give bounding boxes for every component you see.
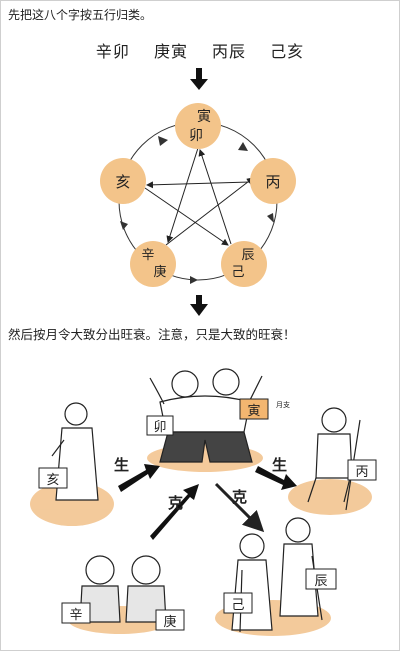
tag-yin: 寅 [239, 398, 269, 420]
pillar-2: 庚寅 [153, 42, 188, 61]
svg-text:卯: 卯 [153, 420, 166, 435]
label-ke-right: 克 [232, 488, 247, 506]
pillar-1: 辛卯 [95, 42, 130, 61]
label-ke-left: 克 [168, 494, 183, 512]
twin-figures [149, 368, 263, 463]
svg-text:辰: 辰 [314, 574, 327, 589]
intro-text: 先把这八个字按五行归类。 [8, 8, 153, 22]
svg-text:辛: 辛 [141, 248, 154, 263]
tag-hai: 亥 [38, 467, 68, 489]
svg-text:亥: 亥 [115, 173, 130, 191]
label-sheng-right: 生 [272, 456, 287, 474]
down-arrow-icon [190, 68, 208, 90]
tag-bing: 丙 [347, 459, 377, 481]
pillars-row: 辛卯 庚寅 丙辰 己亥 [0, 38, 400, 62]
svg-text:寅: 寅 [247, 403, 260, 419]
pillar-3: 丙辰 [212, 42, 247, 61]
element-node-right: 丙 [250, 158, 296, 204]
tag-xin: 辛 [61, 602, 91, 624]
tag-ji: 己 [223, 592, 253, 614]
svg-text:庚: 庚 [153, 264, 166, 280]
svg-text:丙: 丙 [265, 173, 280, 191]
down-arrow-icon [190, 295, 208, 316]
svg-text:辰: 辰 [241, 248, 254, 263]
note-text: 然后按月令大致分出旺衰。注意，只是大致的旺衰！ [8, 327, 296, 342]
svg-text:卯: 卯 [189, 128, 203, 144]
label-sheng-left: 生 [114, 456, 129, 474]
controlling-star [144, 147, 254, 246]
month-branch-label: 月支 [276, 400, 290, 409]
tag-chen: 辰 [305, 568, 337, 590]
element-node-bottom-left: 辛 庚 [130, 241, 176, 287]
svg-text:己: 己 [231, 265, 244, 280]
svg-text:庚: 庚 [163, 614, 176, 630]
element-node-left: 亥 [100, 158, 146, 204]
figure-bing [307, 407, 361, 511]
tag-mao: 卯 [146, 415, 174, 436]
svg-text:辛: 辛 [69, 608, 82, 623]
svg-text:丙: 丙 [355, 465, 368, 480]
element-node-top: 寅 卯 [175, 103, 221, 149]
element-node-bottom-right: 辰 己 [221, 241, 267, 287]
pillar-4: 己亥 [270, 42, 305, 61]
svg-text:亥: 亥 [46, 473, 59, 488]
svg-text:寅: 寅 [197, 108, 211, 125]
tag-geng: 庚 [155, 609, 185, 631]
svg-text:己: 己 [231, 598, 244, 613]
relation-arrows [118, 464, 297, 540]
